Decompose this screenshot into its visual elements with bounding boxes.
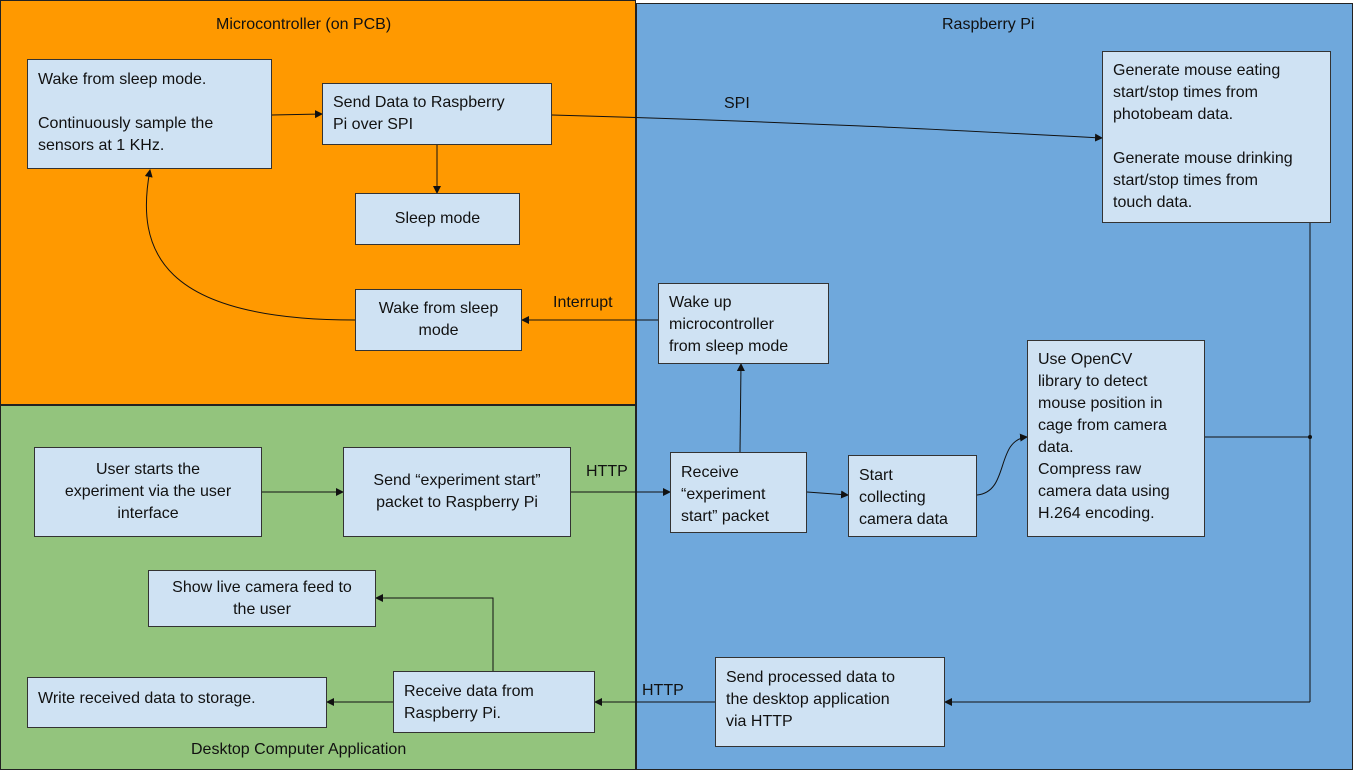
node-generate-times: Generate mouse eating start/stop times f… [1102, 51, 1331, 223]
interrupt-label: Interrupt [553, 294, 613, 311]
node-opencv: Use OpenCV library to detect mouse posit… [1027, 340, 1205, 537]
microcontroller-title: Microcontroller (on PCB) [216, 16, 392, 33]
node-wake-from-sleep: Wake from sleep mode [355, 289, 522, 351]
node-sleep-mode: Sleep mode [355, 193, 520, 245]
edge-receive-to-camera [806, 490, 849, 499]
node-receive-start: Receive “experiment start” packet [670, 452, 807, 533]
node-wake-sample: Wake from sleep mode. Continuously sampl… [27, 59, 272, 169]
edge-receive-to-wakemicro [736, 363, 745, 453]
node-send-spi: Send Data to Raspberry Pi over SPI [322, 83, 552, 145]
edge-receive-data-to-feed [375, 594, 494, 671]
node-receive-data: Receive data from Raspberry Pi. [393, 671, 595, 733]
edge-camera-to-opencv [976, 433, 1028, 496]
node-wake-micro: Wake up microcontroller from sleep mode [658, 283, 829, 364]
edge-send-to-generate [551, 114, 1103, 142]
desktop-title: Desktop Computer Application [191, 741, 407, 758]
http-request-label: HTTP [586, 463, 628, 480]
raspberry-pi-title: Raspberry Pi [942, 16, 1035, 33]
http-response-label: HTTP [642, 682, 684, 699]
node-send-processed: Send processed data to the desktop appli… [715, 657, 945, 747]
node-send-start-packet: Send “experiment start” packet to Raspbe… [343, 447, 571, 537]
node-show-feed: Show live camera feed to the user [148, 570, 376, 627]
spi-label: SPI [724, 95, 750, 112]
edge-wake-to-sample [144, 169, 356, 321]
node-user-starts: User starts the experiment via the user … [34, 447, 262, 537]
edge-sample-to-send [271, 110, 323, 119]
node-start-camera: Start collecting camera data [848, 455, 977, 537]
node-write-storage: Write received data to storage. [27, 677, 327, 728]
junction-dot [1308, 435, 1312, 439]
